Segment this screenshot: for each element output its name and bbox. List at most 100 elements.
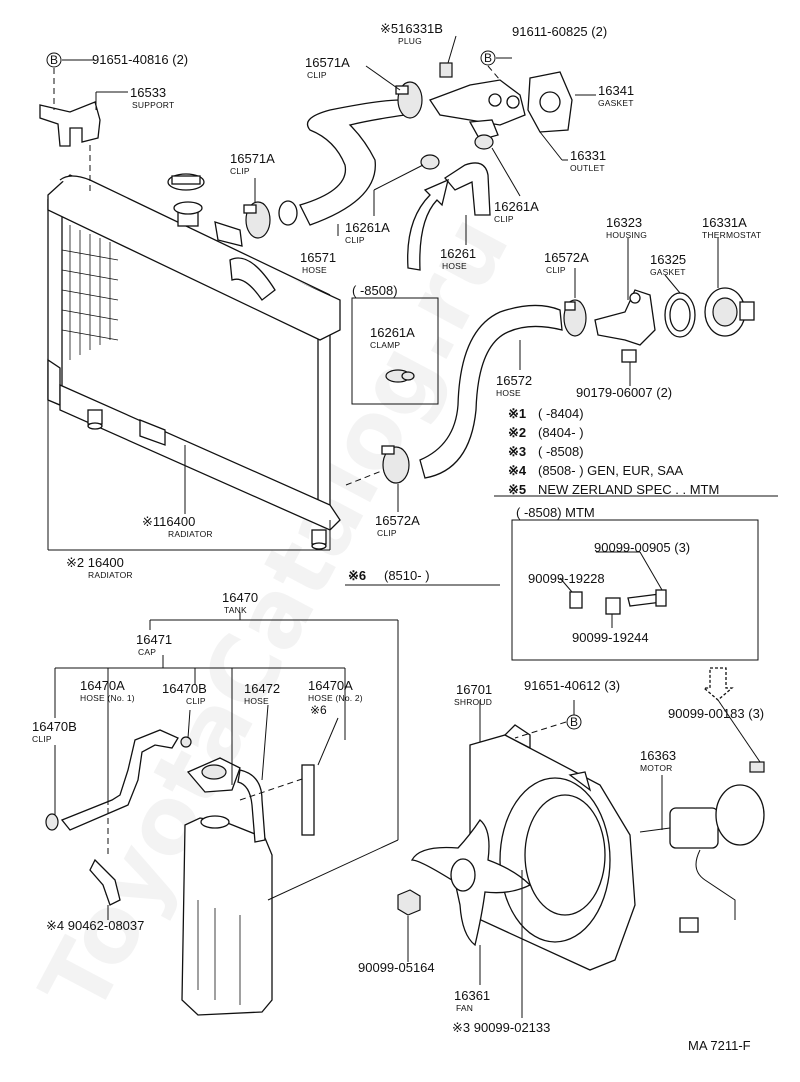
label-16470A-2-name: HOSE (No. 2) — [308, 693, 363, 703]
label-90179-06007: 90179-06007 (2) — [576, 385, 672, 400]
fan-shroud-drawing — [469, 724, 636, 971]
label-16470A-2: 16470A — [308, 678, 353, 693]
svg-text:※1: ※1 — [508, 406, 526, 421]
label-16571-name: HOSE — [302, 265, 327, 275]
clip-16261A-b — [474, 134, 494, 150]
label-16470-name: TANK — [224, 605, 247, 615]
thermostat-housing-drawing — [594, 289, 656, 363]
svg-text:※2: ※2 — [508, 425, 526, 440]
upper-hose-drawing — [278, 99, 406, 226]
clip-16572A-top — [563, 299, 587, 337]
bolt-marker-2: B — [480, 50, 496, 66]
clamp-box — [351, 297, 439, 405]
label-16331B-name: PLUG — [398, 36, 422, 46]
label-16571A-mid-name: CLIP — [230, 166, 250, 176]
label-16470A-1: 16470A — [80, 678, 125, 693]
label-16470A-2-note: ※6 — [310, 703, 327, 717]
label-16400-b: ※2 16400 — [66, 555, 124, 570]
bypass-hose-drawing — [444, 162, 491, 216]
label-16363-name: MOTOR — [640, 763, 672, 773]
label-16361-name: FAN — [456, 1003, 473, 1013]
support-bracket-drawing — [39, 101, 101, 147]
clip-16571A-top — [395, 81, 423, 119]
svg-text:B: B — [484, 51, 492, 65]
reservoir-cap-drawing — [186, 757, 241, 793]
gasket-16341-drawing — [527, 71, 573, 133]
label-16325-name: GASKET — [650, 267, 686, 277]
hollow-arrow — [702, 667, 734, 701]
label-16470: 16470 — [222, 590, 258, 605]
label-8508-box: ( -8508) — [352, 283, 398, 298]
label-16331: 16331 — [570, 148, 606, 163]
label-16572A-top-name: CLIP — [546, 265, 566, 275]
label-16325: 16325 — [650, 252, 686, 267]
label-16533-name: SUPPORT — [132, 100, 174, 110]
label-16571A-mid: 16571A — [230, 151, 275, 166]
label-16572A-bot: 16572A — [375, 513, 420, 528]
label-16261A-b: 16261A — [494, 199, 539, 214]
label-16341-name: GASKET — [598, 98, 634, 108]
clip-16261A-a — [420, 154, 440, 170]
svg-text:B: B — [50, 53, 58, 67]
hose-16472-drawing — [237, 769, 266, 843]
label-16470B-top-name: CLIP — [186, 696, 206, 706]
label-16701: 16701 — [456, 682, 492, 697]
label-16572A-top: 16572A — [544, 250, 589, 265]
label-16571A-top: 16571A — [305, 55, 350, 70]
label-16572A-bot-name: CLIP — [377, 528, 397, 538]
plug-drawing — [439, 62, 453, 78]
bolt-marker-3: B — [566, 714, 582, 730]
clip-16470B-top — [180, 736, 192, 748]
fan-motor-drawing — [639, 784, 765, 933]
label-90099-00905: 90099-00905 (3) — [594, 540, 690, 555]
svg-text:NEW ZERLAND SPEC . . MTM: NEW ZERLAND SPEC . . MTM — [538, 482, 719, 497]
label-90462-08037: ※4 90462-08037 — [46, 918, 144, 933]
label-90099-00183: 90099-00183 (3) — [668, 706, 764, 721]
label-16533: 16533 — [130, 85, 166, 100]
direction-arrow — [407, 178, 449, 271]
bolt-90099-00183-drawing — [749, 761, 765, 773]
label-16261A-clamp: 16261A — [370, 325, 415, 340]
label-16471: 16471 — [136, 632, 172, 647]
label-16470A-1-name: HOSE (No. 1) — [80, 693, 135, 703]
label-16571A-top-name: CLIP — [307, 70, 327, 80]
label-16261-name: HOSE — [442, 261, 467, 271]
clip-16470B-left — [45, 813, 59, 831]
label-16470B-left-name: CLIP — [32, 734, 52, 744]
clamp-90462-drawing — [89, 858, 121, 906]
label-16471-name: CAP — [138, 647, 156, 657]
hose-16470A-2-drawing — [301, 764, 315, 836]
label-16261A-clamp-name: CLAMP — [370, 340, 400, 350]
label-16572-name: HOSE — [496, 388, 521, 398]
label-16323: 16323 — [606, 215, 642, 230]
label-16400-a-name: RADIATOR — [168, 529, 213, 539]
label-91651-40612: 91651-40612 (3) — [524, 678, 620, 693]
label-16470B-left: 16470B — [32, 719, 77, 734]
svg-text:(8508- ) GEN, EUR, SA: (8508- ) GEN, EUR, SAA — [538, 463, 684, 478]
variant-notes: ※1 ( -8404) ※2 (8404- ) ※3 ( -8508) ※4 (… — [508, 406, 719, 497]
note6-text: (8510- ) — [384, 568, 430, 583]
label-mtm-box: ( -8508) MTM — [516, 505, 595, 520]
label-16331A: 16331A — [702, 215, 747, 230]
clip-16572A-bot — [381, 445, 410, 484]
label-16472-name: HOSE — [244, 696, 269, 706]
label-90099-05164: 90099-05164 — [358, 960, 435, 975]
svg-text:(8404- ): (8404- ) — [538, 425, 584, 440]
svg-text:( -8508): ( -8508) — [538, 444, 584, 459]
label-16261A-b-name: CLIP — [494, 214, 514, 224]
label-16363: 16363 — [640, 748, 676, 763]
nut-90099-05164-drawing — [397, 889, 421, 916]
mtm-box — [511, 519, 759, 661]
water-outlet-drawing — [429, 79, 526, 141]
fan-blade-drawing — [410, 819, 532, 947]
label-16323-name: HOUSING — [606, 230, 647, 240]
label-91651-40816: 91651-40816 (2) — [92, 52, 188, 67]
label-16331A-name: THERMOSTAT — [702, 230, 761, 240]
overflow-hose-1-drawing — [60, 729, 179, 831]
label-16331-name: OUTLET — [570, 163, 605, 173]
figure-code: MA 7211-F — [688, 1038, 751, 1053]
label-90099-19228: 90099-19228 — [528, 571, 605, 586]
label-90099-02133: ※3 90099-02133 — [452, 1020, 550, 1035]
bolt-marker-1: B — [46, 52, 62, 68]
